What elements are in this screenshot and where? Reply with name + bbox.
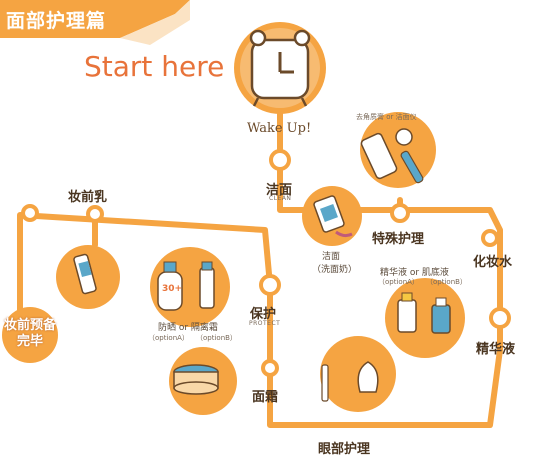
product-discs — [2, 112, 465, 415]
step-protect-label: 保护 — [250, 307, 277, 322]
header-banner — [0, 0, 190, 38]
step-clean-sub: CLEAN — [269, 195, 292, 202]
step-special-label: 特殊护理 — [372, 232, 425, 247]
step-serum-label: 精华液 — [476, 342, 516, 357]
cleanser-sub: （洗面奶） — [312, 265, 358, 275]
cleanser-tube-icon — [313, 195, 353, 238]
serum-opt-b: （optionB） — [426, 278, 467, 286]
finish-line2: 完毕 — [16, 334, 43, 349]
protect-opt-a: （optionA） — [148, 334, 189, 342]
start-label: Start here — [84, 50, 225, 83]
header-fold — [120, 0, 190, 45]
page-title: 面部护理篇 — [6, 10, 107, 32]
cleanser-label: 洁面 — [322, 252, 341, 262]
finish-line1: 妆前预备 — [3, 318, 56, 333]
wake-label: Wake Up! — [247, 121, 312, 136]
step-primer-label: 妆前乳 — [68, 190, 108, 205]
special-options: 去角质膏 or 洁面仪 — [356, 113, 417, 121]
alarm-clock-icon — [234, 22, 326, 114]
serum-bottles-icon — [397, 292, 451, 334]
step-clean-label: 洁面 — [266, 183, 293, 198]
node-rings — [21, 149, 511, 377]
step-eye-label: 眼部护理 — [318, 442, 371, 457]
eye-products-icon — [321, 361, 379, 402]
finish-badge: 妆前预备 完毕 — [0, 318, 60, 350]
cream-jar-icon — [173, 364, 219, 395]
primer-tube-icon — [73, 253, 97, 295]
spf-label: 30+ — [162, 284, 183, 294]
sunscreen-icon — [157, 261, 215, 311]
step-cream-label: 面霜 — [252, 390, 279, 405]
protect-options: 防晒 or 隔离霜 — [158, 323, 218, 333]
serum-opt-a: （optionA） — [378, 278, 419, 286]
step-protect-sub: PROTECT — [249, 320, 281, 327]
protect-opt-b: （optionB） — [196, 334, 237, 342]
serum-options: 精华液 or 肌底液 — [380, 268, 449, 278]
exfoliator-icon — [360, 128, 424, 184]
step-toner-label: 化妆水 — [473, 255, 513, 270]
